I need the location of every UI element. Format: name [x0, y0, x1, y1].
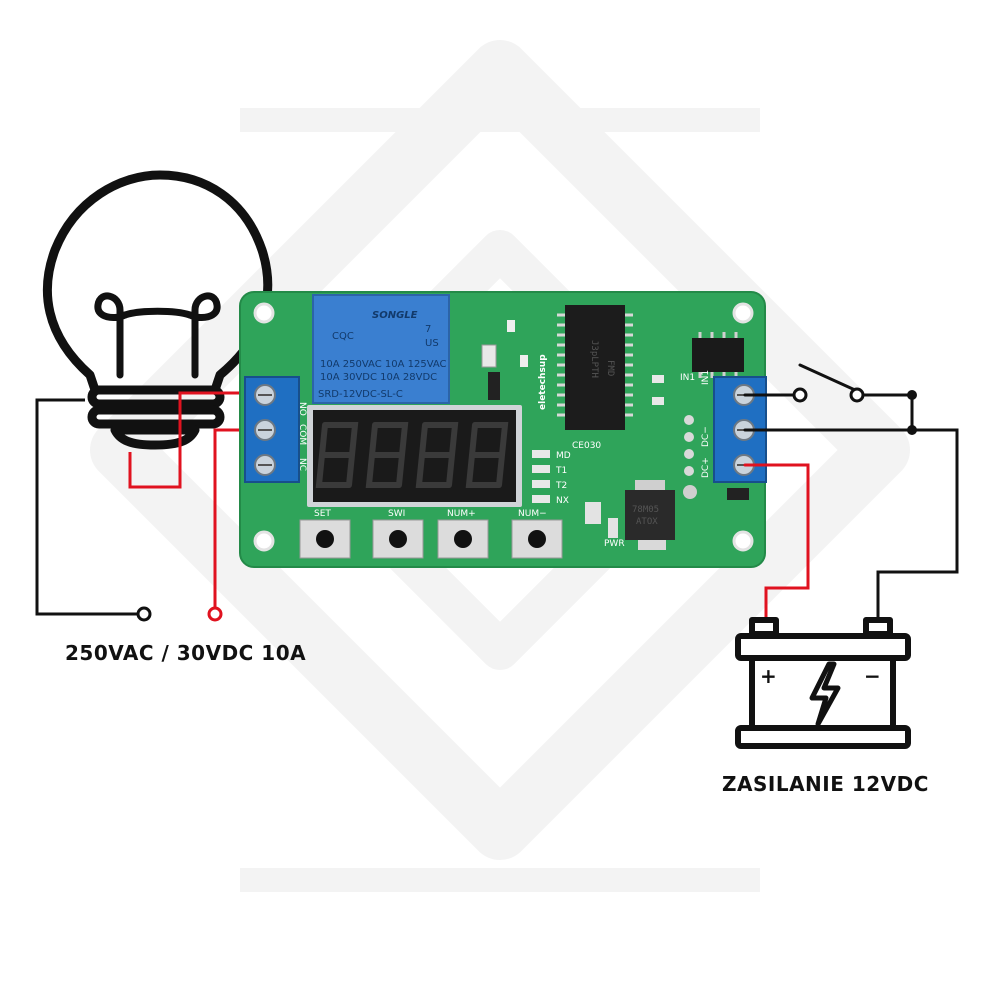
power-supply-label: ZASILANIE 12VDC	[722, 772, 929, 796]
smd-component	[520, 355, 528, 367]
mount-hole	[732, 302, 754, 324]
terminal-label-no: NO	[297, 402, 307, 416]
terminal-label-nc: NC	[297, 458, 307, 471]
board-model: CE030	[572, 441, 601, 451]
led-label-md: MD	[556, 451, 571, 461]
swi-button[interactable]	[372, 519, 424, 559]
seven-segment-display	[307, 405, 522, 507]
smd-component	[608, 518, 618, 538]
num-plus-button-label: NUM+	[447, 509, 476, 519]
microcontroller-chip: FMD J3pLPTH	[557, 305, 633, 430]
led-label-t1: T1	[555, 466, 567, 476]
led-label-nx: NX	[556, 496, 569, 506]
smd-component	[652, 375, 664, 383]
num-plus-button[interactable]	[437, 519, 489, 559]
chip-marking-2: J3pLPTH	[589, 340, 599, 378]
smd-component	[727, 488, 749, 500]
load-wires	[35, 391, 263, 622]
relay-brand: SONGLE	[372, 310, 418, 321]
relay-digit: 7	[425, 324, 431, 335]
smd-component	[683, 485, 697, 499]
input-header-pads	[684, 415, 694, 476]
num-minus-button[interactable]	[511, 519, 563, 559]
set-button[interactable]	[299, 519, 351, 559]
output-terminal-block: NO COM NC	[244, 376, 307, 483]
board-brand: eletechsup	[538, 354, 548, 410]
header-label-dcminus: DC−	[701, 426, 711, 447]
smd-component	[652, 397, 664, 405]
buttons: SET SWI NUM+ NUM−	[299, 509, 563, 559]
num-minus-button-label: NUM−	[518, 509, 547, 519]
battery-plus-sign: +	[760, 664, 777, 688]
capacitor	[481, 344, 497, 368]
load-terminal-live	[207, 606, 223, 622]
led-label-t2: T2	[555, 481, 567, 491]
mount-hole	[732, 530, 754, 552]
battery-minus-sign: −	[864, 664, 881, 688]
header-label-in1: IN1	[701, 370, 711, 385]
relay-ul-mark: US	[425, 338, 439, 349]
mount-hole	[253, 302, 275, 324]
pwr-label: PWR	[604, 539, 625, 549]
relay-rating-1: 10A 250VAC 10A 125VAC	[320, 359, 447, 370]
bulb-neutral-wire	[35, 398, 138, 616]
capacitor	[585, 502, 601, 524]
relay-module-board: SONGLE CQC 7 US 10A 250VAC 10A 125VAC 10…	[239, 291, 767, 568]
switch-contact-right	[849, 387, 865, 403]
load-terminal-neutral	[136, 606, 152, 622]
regulator-marking-2: ATOX	[636, 517, 658, 527]
mount-hole	[253, 530, 275, 552]
chip-marking-1: FMD	[605, 360, 615, 376]
relay: SONGLE CQC 7 US 10A 250VAC 10A 125VAC 10…	[312, 294, 450, 404]
terminal-label-com: COM	[297, 424, 307, 445]
battery-icon	[735, 617, 911, 749]
set-button-label: SET	[314, 509, 331, 519]
load-rating-label: 250VAC / 30VDC 10A	[65, 641, 306, 665]
optocoupler	[692, 338, 744, 372]
junction-dot	[907, 390, 917, 400]
relay-mark: CQC	[332, 331, 354, 342]
swi-button-label: SWI	[388, 509, 405, 519]
relay-model: SRD-12VDC-SL-C	[318, 389, 403, 400]
dcplus-wire	[743, 463, 810, 622]
smd-component	[507, 320, 515, 332]
regulator-marking-1: 78M05	[632, 505, 659, 515]
input-wires	[743, 363, 959, 622]
dcminus-wire	[743, 428, 959, 622]
bulb-to-no-wire	[128, 391, 263, 489]
voltage-regulator: 78M05 ATOX	[625, 480, 675, 550]
diode	[488, 372, 500, 400]
status-leds: MD T1 T2 NX	[532, 450, 571, 506]
switch-lever	[798, 363, 857, 392]
in1-silk-label: IN1	[680, 373, 695, 383]
header-label-dcplus: DC+	[701, 457, 711, 478]
switch-contact-left	[792, 387, 808, 403]
relay-rating-2: 10A 30VDC 10A 28VDC	[320, 372, 437, 383]
